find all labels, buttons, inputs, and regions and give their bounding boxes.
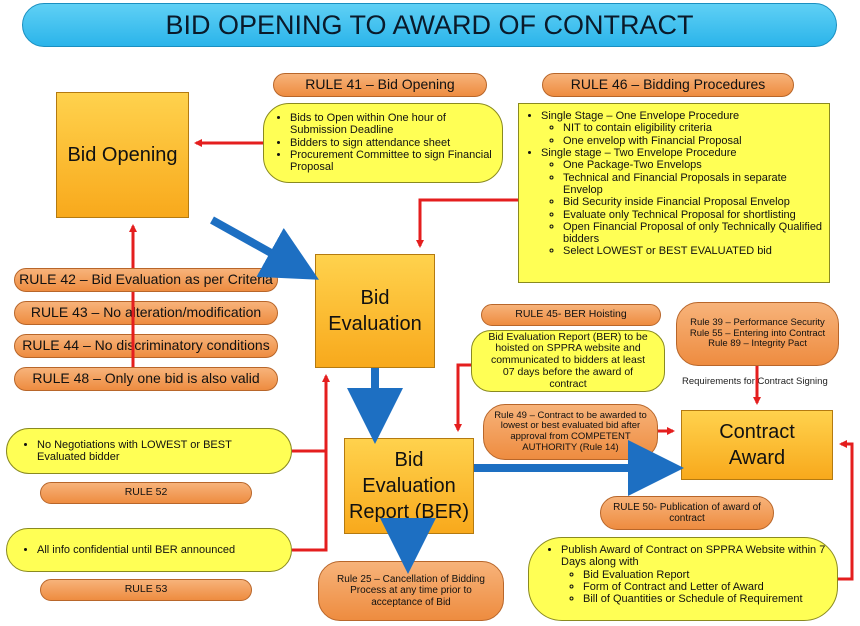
arrow-publish-to-award [838,440,854,581]
ber-hoisting-text: Bid Evaluation Report (BER) to be hoiste… [488,330,648,390]
arrow-hoisting-to-ber [454,363,471,432]
rule-44-pill: RULE 44 – No discriminatory conditions [14,334,278,358]
requirements-label: Requirements for Contract Signing [682,376,828,387]
confidential-note: All info confidential until BER announce… [6,528,292,572]
arrow-opening-to-evaluation [210,216,319,280]
note-item: One Package-Two Envelops [563,159,825,171]
note-item: Select LOWEST or BEST EVALUATED bid [563,245,825,257]
note-item: No Negotiations with LOWEST or BEST Eval… [37,439,281,464]
contract-award-label: Contract Award [719,421,795,469]
note-item: One envelop with Financial Proposal [563,135,825,147]
rule-50-blob: RULE 50- Publication of award of contrac… [600,496,774,530]
ber-label: Bid Evaluation Report (BER) [348,449,470,523]
note-item: Technical and Financial Proposals in sep… [563,172,825,197]
bid-opening-label: Bid Opening [67,144,178,166]
bid-opening-notes: Bids to Open within One hour of Submissi… [263,103,503,183]
contract-award-box: Contract Award [681,410,833,480]
note-item: Publish Award of Contract on SPPRA Websi… [561,544,829,606]
rule-43-pill: RULE 43 – No alteration/modification [14,301,278,325]
rule-42-pill: RULE 42 – Bid Evaluation as per Criteria [14,268,278,292]
rule-45-pill: RULE 45- BER Hoisting [481,304,661,326]
note-item: Bid Security inside Financial Proposal E… [563,196,825,208]
rule-48-pill: RULE 48 – Only one bid is also valid [14,367,278,391]
ber-hoisting-note: Bid Evaluation Report (BER) to be hoiste… [471,330,665,392]
rule-53-pill: RULE 53 [40,579,252,601]
bid-evaluation-label: Bid Evaluation [328,287,422,335]
rule-39-55-89-blob: Rule 39 – Performance Security Rule 55 –… [676,302,839,366]
bid-evaluation-box: Bid Evaluation [315,254,435,368]
note-item: Bid Evaluation Report [583,569,829,581]
note-item: Form of Contract and Letter of Award [583,581,829,593]
diagram-title: BID OPENING TO AWARD OF CONTRACT [22,3,837,47]
note-item: Open Financial Proposal of only Technica… [563,221,825,246]
note-item: Single Stage – One Envelope Procedure NI… [541,110,825,147]
note-item: Evaluate only Technical Proposal for sho… [563,209,825,221]
note-item: Procurement Committee to sign Financial … [290,149,494,174]
note-item: All info confidential until BER announce… [37,544,235,556]
publish-intro: Publish Award of Contract on SPPRA Websi… [561,544,826,569]
rule-41-pill: RULE 41 – Bid Opening [273,73,487,97]
procedure-heading: Single Stage – One Envelope Procedure [541,110,740,122]
procedure-heading: Single stage – Two Envelope Procedure [541,146,737,159]
arrow-procedures-to-evaluation [416,198,518,248]
arrow-side-to-evaluation [292,374,330,552]
bid-opening-box: Bid Opening [56,92,189,218]
note-item: Single stage – Two Envelope Procedure On… [541,147,825,258]
bidding-procedures-notes: Single Stage – One Envelope Procedure NI… [518,103,830,283]
note-item: Bids to Open within One hour of Submissi… [290,112,494,137]
note-item: NIT to contain eligibility criteria [563,122,825,134]
publish-award-note: Publish Award of Contract on SPPRA Websi… [528,537,838,621]
note-item: Bidders to sign attendance sheet [290,137,494,149]
no-negotiation-note: No Negotiations with LOWEST or BEST Eval… [6,428,292,474]
rule-52-pill: RULE 52 [40,482,252,504]
note-item: Bill of Quantities or Schedule of Requir… [583,593,829,605]
rule-46-pill: RULE 46 – Bidding Procedures [542,73,794,97]
